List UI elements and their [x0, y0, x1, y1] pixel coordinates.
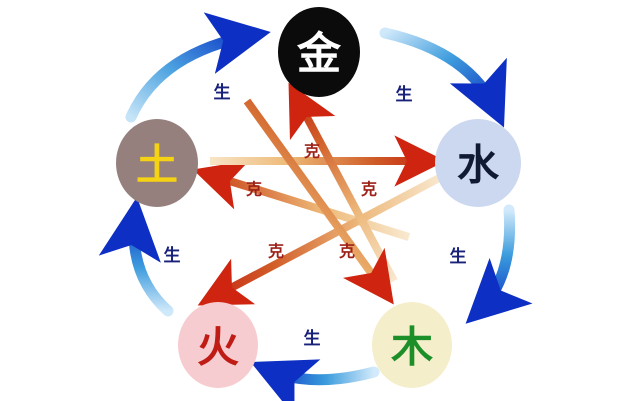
element-label-metal: 金	[296, 29, 342, 80]
generating-arc-wood-to-fire	[250, 359, 380, 401]
overcoming-label-wood-earth: 克	[246, 180, 262, 199]
overcoming-label-water-fire: 克	[361, 180, 377, 199]
generating-arc-earth-to-metal	[125, 12, 271, 123]
generating-arc-water-to-wood	[465, 204, 533, 324]
generating-cycle-group	[98, 12, 533, 401]
overcoming-label-fire-metal: 克	[339, 242, 355, 261]
element-label-earth: 土	[136, 141, 178, 190]
element-circle-wood[interactable]	[372, 302, 452, 388]
element-label-wood: 木	[391, 323, 433, 372]
element-circle-metal[interactable]	[278, 7, 360, 97]
overcoming-cycle-group	[192, 82, 446, 306]
element-circle-fire[interactable]	[178, 302, 258, 388]
element-node-metal[interactable]: 金	[278, 7, 360, 97]
element-node-earth[interactable]: 土	[116, 119, 198, 207]
generating-label-metal-water: 生	[396, 84, 413, 105]
overcoming-arrow-metal-to-wood	[243, 98, 394, 305]
element-label-fire: 火	[197, 323, 239, 372]
generating-label-earth-metal: 生	[214, 82, 231, 103]
overcoming-label-earth-water: 克	[304, 142, 320, 161]
overcoming-label-metal-wood: 克	[268, 242, 284, 261]
generating-label-wood-fire: 生	[304, 328, 321, 349]
overcoming-labels-group: 克 克 克 克 克	[246, 142, 377, 261]
overcoming-arrow-wood-to-earth	[192, 160, 411, 241]
generating-label-fire-earth: 生	[164, 245, 181, 266]
element-node-wood[interactable]: 木	[372, 302, 452, 388]
element-circle-water[interactable]	[435, 119, 521, 207]
generating-label-water-wood: 生	[450, 246, 467, 267]
generating-arc-fire-to-earth	[98, 197, 174, 317]
generating-arc-metal-to-water	[379, 27, 507, 128]
overcoming-arrow-water-to-fire	[197, 172, 445, 306]
element-node-water[interactable]: 水	[435, 119, 521, 207]
generating-labels-group: 生 生 生 生 生	[164, 82, 467, 349]
element-label-water: 水	[457, 141, 500, 190]
element-node-fire[interactable]: 火	[178, 302, 258, 388]
element-circle-earth[interactable]	[116, 119, 198, 207]
